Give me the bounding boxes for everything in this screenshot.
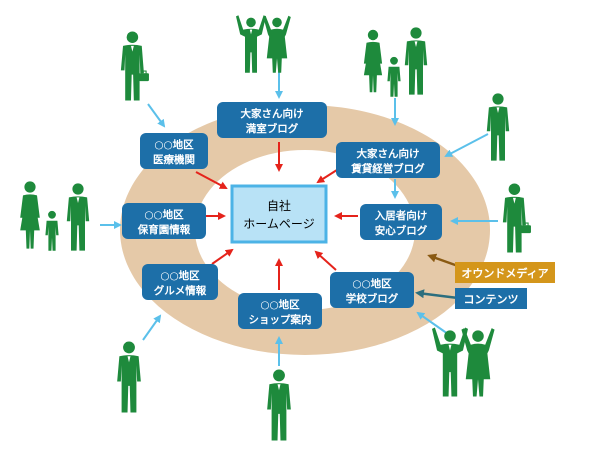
node-left-line1: ○○地区: [144, 208, 184, 221]
contents-tag: コンテンツ: [415, 288, 527, 309]
node-bottom-left-line2: グルメ情報: [154, 284, 207, 297]
blue-arrows: [100, 70, 498, 366]
node-top-left-line1: ○○地区: [154, 138, 194, 151]
contents-label: コンテンツ: [464, 293, 519, 306]
node-top-right[interactable]: 大家さん向け 賃貸経営ブログ: [336, 142, 440, 178]
node-right-line2: 安心ブログ: [375, 224, 428, 237]
center-homepage[interactable]: 自社 ホームページ: [230, 184, 328, 244]
node-left[interactable]: ○○地区 保育園情報: [122, 203, 206, 239]
person-group-bottom-right: [432, 327, 495, 397]
person-bottom: [267, 369, 291, 441]
person-right: [502, 182, 532, 254]
node-left-line2: 保育園情報: [137, 223, 191, 236]
node-right-line1: 入居者向け: [375, 209, 428, 222]
node-bottom-right-line2: 学校ブログ: [346, 292, 399, 305]
owned-media-tag: オウンドメディア: [427, 253, 555, 283]
person-family-left: [20, 181, 90, 251]
center-label-line1: 自社: [267, 198, 291, 213]
node-bottom-left[interactable]: ○○地区 グルメ情報: [142, 264, 218, 300]
arrow-bottomright-to-center: [314, 250, 337, 271]
node-bottom-left-line1: ○○地区: [160, 269, 200, 282]
arrow-bottomleft-to-center: [211, 248, 234, 265]
center-label-line2: ホームページ: [243, 217, 314, 231]
node-top-right-line1: 大家さん向け: [357, 147, 420, 160]
arrow-topleft-to-center: [195, 171, 228, 189]
person-top-left: [120, 30, 150, 102]
node-bottom-line1: ○○地区: [260, 298, 300, 311]
node-top-left-line2: 医療機関: [153, 153, 195, 166]
node-bottom[interactable]: ○○地区 ショップ案内: [238, 293, 322, 329]
node-right[interactable]: 入居者向け 安心ブログ: [360, 204, 442, 240]
person-right-upper: [486, 93, 510, 161]
node-top-left[interactable]: ○○地区 医療機関: [140, 133, 208, 169]
node-top[interactable]: 大家さん向け 満室ブログ: [217, 102, 327, 138]
person-group-top: [236, 15, 291, 73]
node-top-right-line2: 賃貸経営ブログ: [350, 162, 425, 175]
node-bottom-right-line1: ○○地区: [352, 277, 392, 290]
node-top-line2: 満室ブログ: [246, 122, 299, 135]
person-bottom-left: [117, 341, 141, 413]
node-bottom-line2: ショップ案内: [249, 313, 312, 326]
person-family-top-right: [363, 27, 428, 97]
owned-media-label: オウンドメディア: [461, 266, 548, 280]
node-bottom-right[interactable]: ○○地区 学校ブログ: [330, 272, 414, 308]
node-top-line1: 大家さん向け: [241, 107, 304, 120]
